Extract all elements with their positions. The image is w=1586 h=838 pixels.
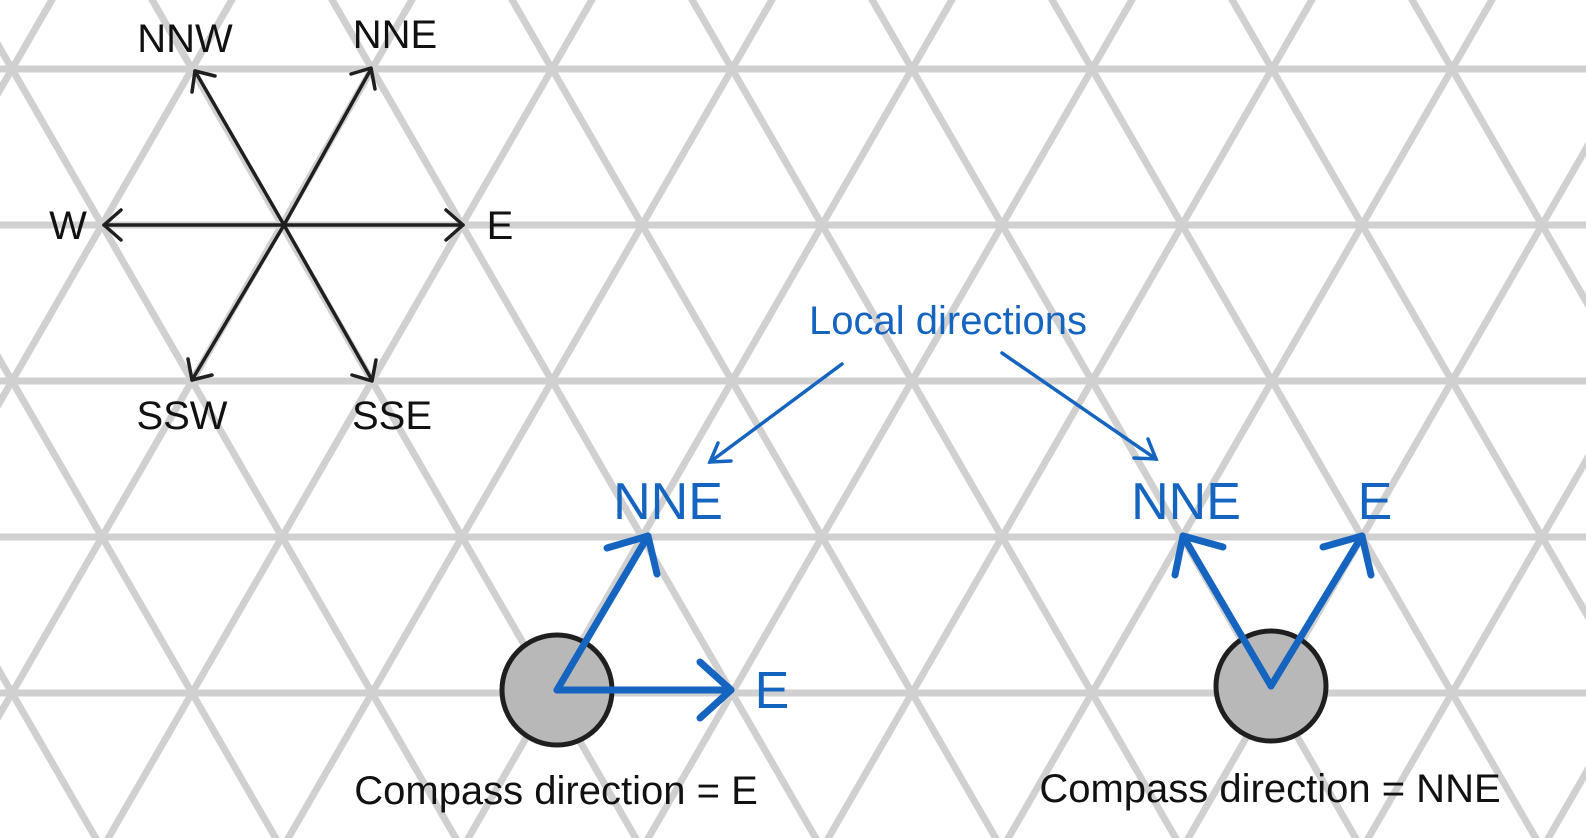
sse-arrowhead	[350, 358, 378, 383]
right-e-arrow	[1267, 532, 1366, 690]
right-nne-label: NNE	[1131, 473, 1241, 531]
label-nne: NNE	[353, 13, 437, 57]
left-e-arrowhead	[696, 658, 735, 722]
right-e-label: E	[1358, 473, 1393, 531]
left-e-label: E	[755, 662, 790, 720]
grid-line-diagonal-right	[0, 0, 236, 409]
pointer-left-head	[707, 441, 733, 464]
grid-line-diagonal-left	[1408, 0, 1586, 309]
right-nne-arrowhead	[1171, 532, 1227, 579]
pointer-right-head	[1132, 437, 1159, 461]
right-caption: Compass direction = NNE	[1039, 767, 1500, 811]
sse-arrow	[282, 223, 374, 382]
label-e: E	[487, 204, 514, 248]
grid-line-diagonal-left	[1048, 0, 1540, 838]
grid-line-diagonal-left	[1228, 0, 1586, 621]
label-ssw: SSW	[136, 394, 227, 438]
ssw-arrowhead	[186, 357, 214, 382]
label-nnw: NNW	[137, 17, 233, 61]
annotation-pointers	[707, 351, 1159, 464]
nne-arrow	[282, 67, 373, 227]
left-nne-arrow	[553, 532, 652, 694]
pointer-right	[1000, 351, 1158, 461]
left-nne-arrowhead	[603, 532, 661, 578]
grid-line-diagonal-right	[1004, 0, 1496, 838]
label-sse: SSE	[352, 394, 432, 438]
grid-line-diagonal-left	[508, 0, 1000, 838]
grid-line-diagonal-left	[688, 0, 1180, 838]
grid-line-diagonal-left	[0, 41, 460, 838]
grid-line-diagonal-right	[284, 0, 776, 838]
left-caption: Compass direction = E	[354, 769, 758, 813]
compass-rose	[102, 66, 465, 383]
local-directions-label: Local directions	[809, 299, 1087, 343]
example-left: NNE E Compass direction = E	[354, 473, 789, 813]
grid-line-diagonal-left	[1569, 0, 1586, 838]
label-w: W	[49, 204, 87, 248]
grid-line-diagonal-right	[104, 0, 596, 838]
right-e-arrowhead	[1319, 532, 1375, 579]
pointer-left	[708, 362, 844, 464]
grid-line-diagonal-right	[824, 0, 1316, 838]
nne-arrowhead	[349, 66, 377, 91]
grid-line-diagonal-right	[644, 0, 1136, 838]
nnw-arrowhead	[190, 69, 217, 94]
nnw-arrow	[193, 69, 286, 227]
grid-line-diagonal-right	[1364, 453, 1586, 838]
grid-line-diagonal-right	[1544, 765, 1586, 838]
example-right: NNE E Compass direction = NNE	[1039, 473, 1500, 811]
e-arrowhead	[444, 208, 465, 242]
grid-line-diagonal-left	[0, 353, 280, 838]
left-nne-label: NNE	[613, 473, 723, 531]
ssw-arrow	[190, 223, 286, 382]
grid-line-diagonal-left	[328, 0, 820, 838]
w-arrowhead	[102, 208, 123, 242]
right-nne-arrow	[1179, 532, 1275, 690]
grid-line-diagonal-left	[0, 665, 100, 838]
